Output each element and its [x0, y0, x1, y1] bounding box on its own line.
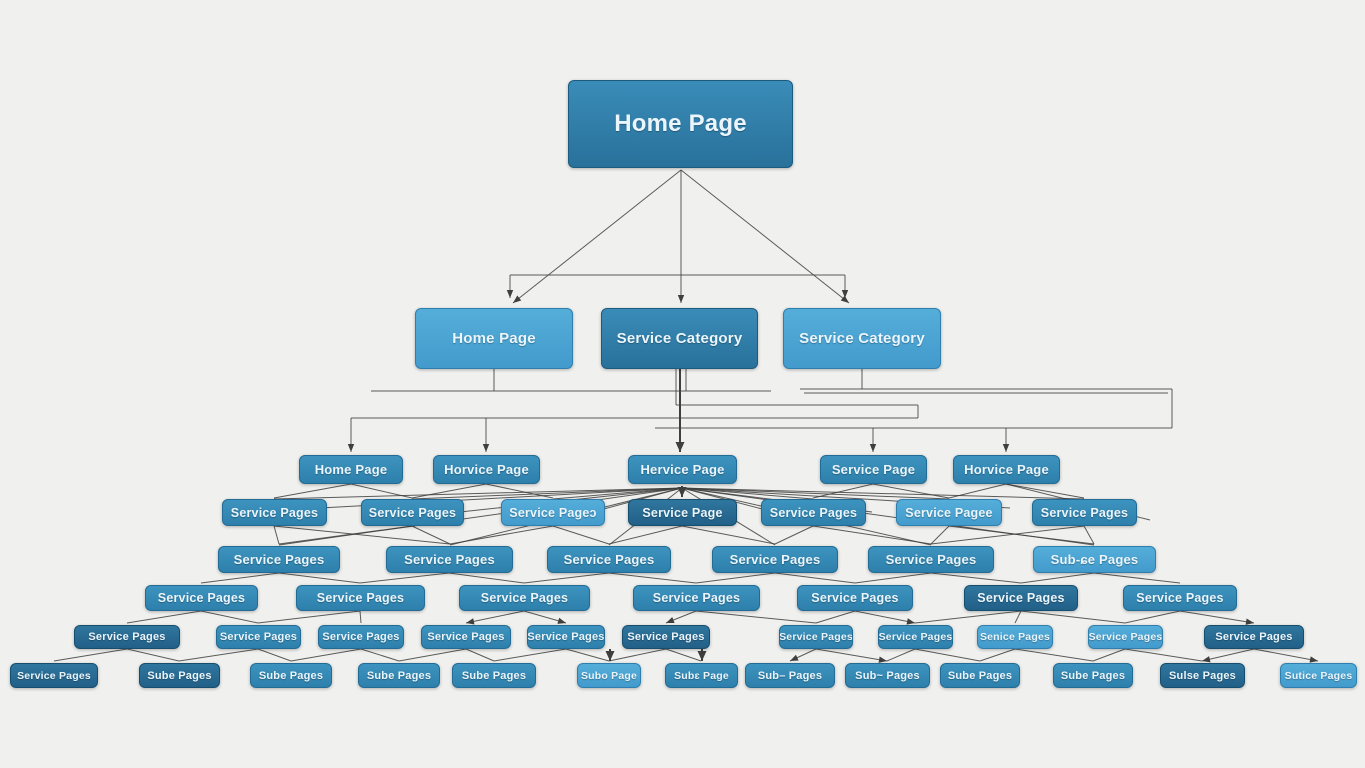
node-level-8-box-12: Sulse Pages [1160, 663, 1245, 688]
node-level-5-box-5: Service Pages [868, 546, 994, 573]
node-level-2-box-2: Service Category [601, 308, 758, 369]
arrowhead [906, 618, 915, 625]
node-level-7-box-2: Service Pages [216, 625, 301, 649]
node-level-7-box-11: Service Pages [1204, 625, 1304, 649]
node-level-3-box-3: Hervice Page [628, 455, 737, 484]
arrowhead [1002, 444, 1010, 452]
node-level-8-box-5: Sube Pages [452, 663, 536, 688]
node-level-4-box-7: Service Pages [1032, 499, 1137, 526]
node-level-2-box-1: Home Page [415, 308, 573, 369]
arrowhead [675, 442, 685, 452]
node-level-6-box-6: Service Pages [964, 585, 1078, 611]
node-level-8-box-4: Sube Pages [358, 663, 440, 688]
node-level-7-box-3: Service Pages [318, 625, 404, 649]
node-level-8-box-3: Sube Pages [250, 663, 332, 688]
node-level-5-box-1: Service Pages [218, 546, 340, 573]
arrowhead [466, 618, 475, 625]
node-level-8-box-8: Sub– Pages [745, 663, 835, 688]
node-level-8-box-13: Sutice Pages [1280, 663, 1357, 688]
node-level-8-box-10: Sube Pages [940, 663, 1020, 688]
arrowhead [840, 295, 849, 303]
node-level-6-box-3: Service Pages [459, 585, 590, 611]
node-level-4-box-6: Service Pagee [896, 499, 1002, 526]
arrowhead [605, 651, 615, 661]
node-level-6-box-2: Service Pages [296, 585, 425, 611]
node-level-5-box-6: Sub-ɕe Pages [1033, 546, 1156, 573]
node-level-4-box-2: Service Pages [361, 499, 464, 526]
node-level-5-box-3: Service Pages [547, 546, 671, 573]
node-level-8-box-2: Sube Pages [139, 663, 220, 688]
node-level-7-box-9: Senice Pages [977, 625, 1053, 649]
node-level-3-box-2: Horvice Page [433, 455, 540, 484]
node-level-5-box-4: Service Pages [712, 546, 838, 573]
node-level-3-box-1: Home Page [299, 455, 403, 484]
node-level-1-box-1: Home Page [568, 80, 793, 168]
arrowhead [1309, 656, 1318, 663]
arrowhead [841, 290, 849, 298]
node-level-3-box-5: Horvice Page [953, 455, 1060, 484]
node-level-4-box-3: Service Pageɔ [501, 499, 605, 526]
arrowhead [869, 444, 877, 452]
node-level-8-box-11: Sube Pages [1053, 663, 1133, 688]
node-level-5-box-2: Service Pages [386, 546, 513, 573]
arrowhead [790, 654, 799, 661]
node-level-3-box-4: Service Page [820, 455, 927, 484]
arrowhead [506, 290, 514, 298]
arrowhead [513, 295, 522, 303]
node-level-8-box-7: Subɛ Page [665, 663, 738, 688]
node-level-6-box-7: Service Pages [1123, 585, 1237, 611]
node-level-2-box-3: Service Category [783, 308, 941, 369]
arrowhead [677, 295, 685, 303]
arrowhead [1245, 618, 1254, 625]
arrowhead [1202, 656, 1211, 663]
node-level-4-box-5: Service Pages [761, 499, 866, 526]
node-level-6-box-1: Service Pages [145, 585, 258, 611]
arrowhead [482, 444, 490, 452]
arrowhead [347, 444, 355, 452]
arrowhead [666, 617, 675, 623]
node-level-4-box-1: Service Pages [222, 499, 327, 526]
node-level-4-box-4: Service Page [628, 499, 737, 526]
node-level-6-box-5: Service Pages [797, 585, 913, 611]
node-level-7-box-10: Service Pages [1088, 625, 1163, 649]
node-level-8-box-1: Service Pages [10, 663, 98, 688]
node-level-8-box-6: Subo Page [577, 663, 641, 688]
node-level-7-box-4: Service Pages [421, 625, 511, 649]
arrowhead [557, 617, 566, 624]
node-level-6-box-4: Service Pages [633, 585, 760, 611]
node-level-7-box-8: Service Pages [878, 625, 953, 649]
node-level-7-box-5: Service Pages [527, 625, 605, 649]
arrowhead [697, 651, 707, 661]
node-level-8-box-9: Sub~ Pages [845, 663, 930, 688]
node-level-7-box-7: Service Pages [779, 625, 853, 649]
node-level-7-box-1: Service Pages [74, 625, 180, 649]
node-level-7-box-6: Service Pages [622, 625, 710, 649]
arrowhead [878, 656, 887, 663]
